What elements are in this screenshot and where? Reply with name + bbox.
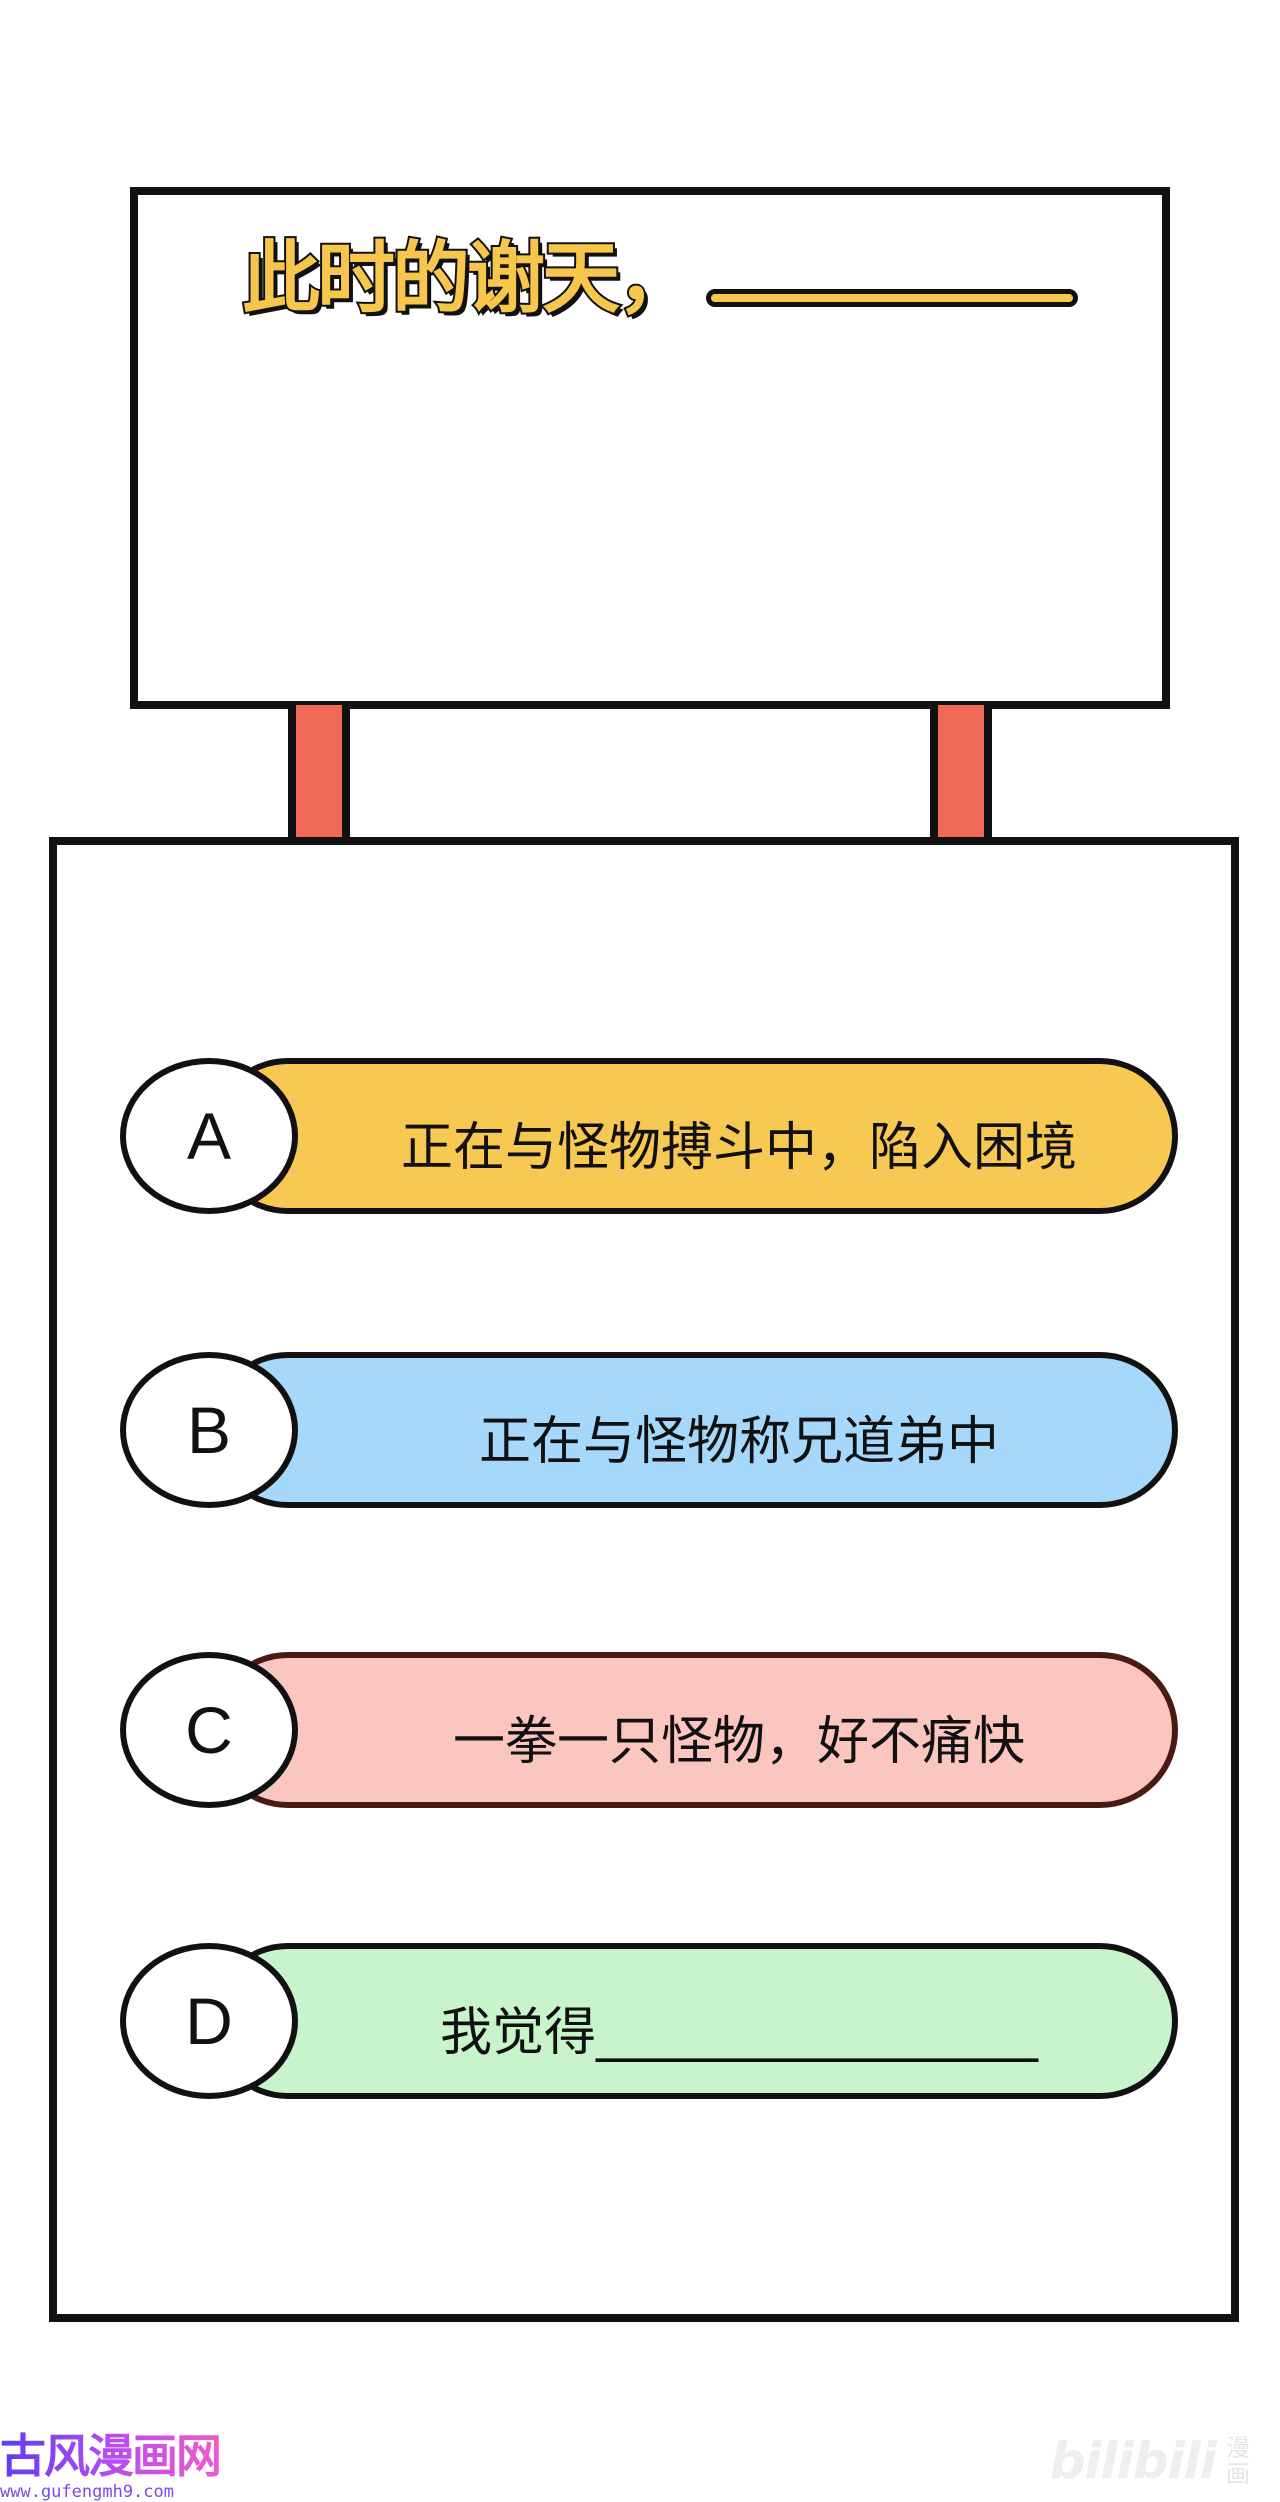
option-a-letter: A bbox=[120, 1058, 298, 1214]
question-text: 此时的谢天， bbox=[240, 232, 697, 326]
question-sign bbox=[130, 187, 1170, 709]
question-row: 此时的谢天， bbox=[240, 222, 1079, 326]
option-a[interactable]: 正在与怪物搏斗中，陷入困境 A bbox=[120, 1058, 1178, 1214]
site-watermark: 古风漫画网 www.gufengmh9.com bbox=[0, 2429, 222, 2502]
bilibili-manhua-label: 漫画 bbox=[1226, 2434, 1250, 2488]
question-blank bbox=[706, 289, 1079, 307]
option-a-pill[interactable]: 正在与怪物搏斗中，陷入困境 bbox=[210, 1058, 1178, 1214]
site-watermark-title: 古风漫画网 bbox=[0, 2429, 222, 2483]
option-b-letter: B bbox=[120, 1352, 298, 1508]
option-c-letter: C bbox=[120, 1652, 298, 1808]
option-a-text: 正在与怪物搏斗中，陷入困境 bbox=[400, 1117, 1077, 1178]
site-watermark-url: www.gufengmh9.com bbox=[0, 2482, 174, 2502]
option-d-letter: D bbox=[120, 1943, 298, 2099]
option-b[interactable]: 正在与怪物称兄道弟中 B bbox=[120, 1352, 1178, 1508]
bilibili-logo: bilibili bbox=[1049, 2432, 1217, 2490]
option-c[interactable]: 一拳一只怪物，好不痛快 C bbox=[120, 1652, 1178, 1808]
option-b-pill[interactable]: 正在与怪物称兄道弟中 bbox=[210, 1352, 1178, 1508]
option-c-text: 一拳一只怪物，好不痛快 bbox=[452, 1711, 1025, 1772]
option-d[interactable]: 我觉得_________________ D bbox=[120, 1943, 1178, 2099]
option-b-text: 正在与怪物称兄道弟中 bbox=[478, 1411, 999, 1472]
bilibili-watermark: bilibili 漫画 bbox=[1050, 2432, 1252, 2490]
sign-post-left bbox=[288, 705, 350, 845]
option-d-text: 我觉得_________________ bbox=[439, 2002, 1038, 2063]
sign-post-right bbox=[930, 705, 992, 845]
option-d-pill[interactable]: 我觉得_________________ bbox=[210, 1943, 1178, 2099]
option-c-pill[interactable]: 一拳一只怪物，好不痛快 bbox=[210, 1652, 1178, 1808]
